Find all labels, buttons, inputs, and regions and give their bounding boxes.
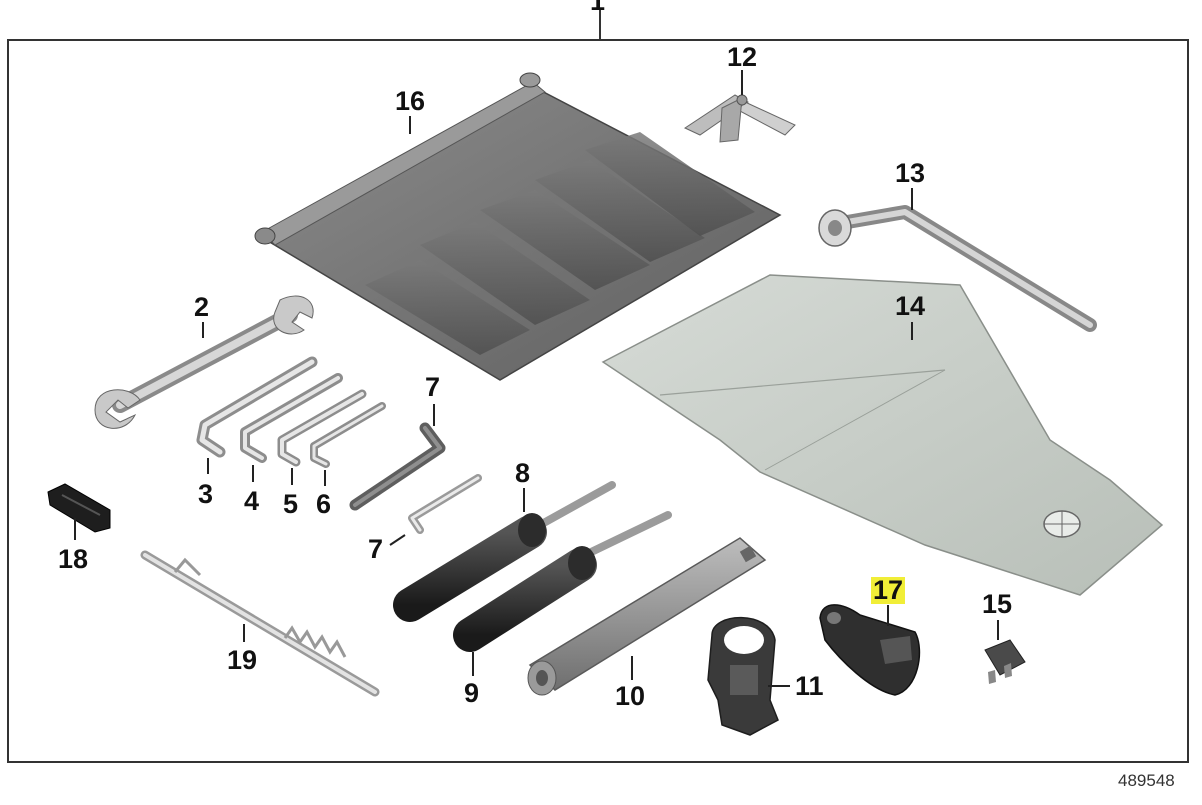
- screwdriver-phillips-illustration: [393, 481, 616, 622]
- callout-7-small: 7: [368, 534, 384, 564]
- callout-3: 3: [198, 479, 214, 509]
- retaining-clip-illustration: [707, 616, 779, 736]
- callout-8: 8: [515, 458, 531, 488]
- callout-17-highlighted: 17: [871, 575, 906, 605]
- callout-12: 12: [727, 42, 758, 72]
- callout-9: 9: [464, 678, 480, 708]
- callout-6: 6: [316, 489, 332, 519]
- diagram-frame: [7, 39, 1189, 763]
- callout-assembly: 1: [590, 0, 606, 16]
- blade-fuse-illustration: [984, 639, 1026, 684]
- leader-7b: [389, 534, 406, 546]
- tool-kit-cover-illustration: [601, 274, 1164, 596]
- callout-15: 15: [982, 589, 1013, 619]
- callout-4: 4: [244, 486, 260, 516]
- torx-key-large-illustration: [349, 422, 446, 511]
- fuse-tweezers-illustration: [47, 483, 111, 533]
- lug-wrench-illustration: [818, 205, 1097, 332]
- open-end-wrench-illustration: [94, 295, 314, 429]
- callout-2: 2: [194, 292, 210, 322]
- callout-13: 13: [895, 158, 926, 188]
- document-number: 489548: [1118, 771, 1175, 790]
- strap-tool-illustration: [140, 550, 380, 697]
- callout-14: 14: [895, 291, 926, 321]
- hex-keys-illustration: [196, 356, 386, 468]
- screwdriver-flat-illustration: [453, 511, 672, 652]
- multi-tool-bracket-illustration: [683, 94, 796, 143]
- fuse-puller-holder-illustration: [819, 604, 921, 696]
- callout-5: 5: [283, 489, 299, 519]
- callout-18: 18: [58, 544, 89, 574]
- callout-16: 16: [395, 86, 426, 116]
- tool-roll-illustration: [254, 72, 782, 381]
- callout-10: 10: [615, 681, 646, 711]
- callout-11: 11: [795, 671, 824, 701]
- callout-7-large: 7: [425, 372, 441, 402]
- torx-key-small-illustration: [408, 474, 482, 534]
- spark-plug-wrench-illustration: [527, 537, 767, 696]
- callout-19: 19: [227, 645, 258, 675]
